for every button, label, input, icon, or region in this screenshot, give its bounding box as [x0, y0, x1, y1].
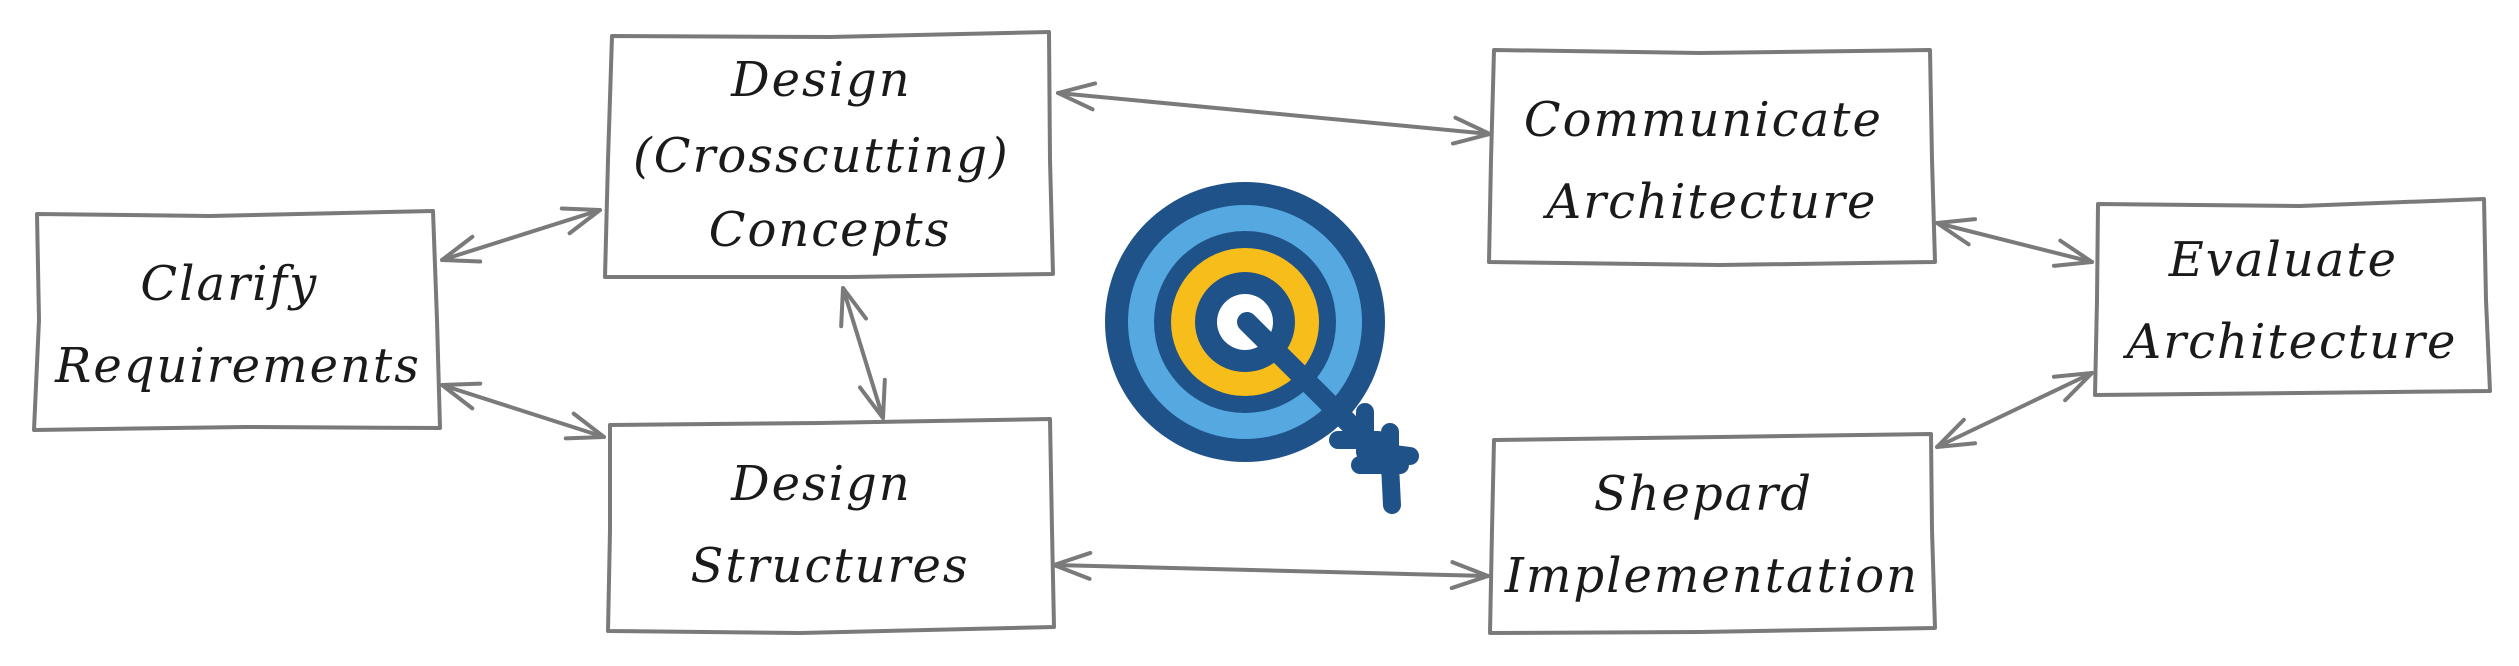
evaluate-line-2: Architecture — [2123, 314, 2458, 370]
clarify-line-1: Clarify — [140, 256, 318, 312]
structures-line-1: Design — [730, 456, 912, 512]
structures-line-2: Structures — [690, 538, 969, 594]
svg-text:Evaluate Architecture: Evaluate Architecture — [2123, 232, 2458, 370]
connector-clarify-structures — [440, 381, 606, 441]
connector-concepts-communicate — [1056, 81, 1492, 146]
svg-text:Clarify Requirements: Clarify Requirements — [54, 256, 421, 394]
svg-text:Shepard Implementation: Shepard Implementation — [1504, 466, 1919, 604]
box-evaluate-architecture: Evaluate Architecture — [2093, 197, 2492, 397]
clarify-line-2: Requirements — [54, 338, 421, 394]
evaluate-line-1: Evaluate — [2168, 232, 2398, 288]
shepard-line-1: Shepard — [1594, 466, 1813, 522]
box-design-crosscutting-concepts: Design (Crosscutting) Concepts — [603, 30, 1055, 279]
connector-communicate-evaluate — [1935, 217, 2094, 268]
connectors — [440, 81, 2094, 591]
svg-text:Design (Crosscutting): Design (Crosscutting) Concepts — [633, 52, 1027, 258]
communicate-line-1: Communicate — [1524, 92, 1883, 148]
box-shepard-implementation: Shepard Implementation — [1488, 432, 1937, 635]
svg-text:Communicate Architecture: Communicate Architecture — [1524, 92, 1900, 230]
connector-structures-shepard — [1052, 550, 1490, 591]
box-clarify-requirements: Clarify Requirements — [32, 209, 442, 432]
connector-shepard-evaluate — [1935, 371, 2094, 449]
communicate-line-2: Architecture — [1543, 174, 1878, 230]
concepts-line-1: Design — [730, 52, 912, 108]
target-with-arrow-icon — [1105, 182, 1419, 514]
connector-concepts-structures — [839, 286, 887, 420]
svg-text:Design Structures: Design Structures — [690, 456, 969, 594]
box-communicate-architecture: Communicate Architecture — [1487, 48, 1937, 267]
concepts-line-3: Concepts — [709, 202, 951, 258]
connector-clarify-concepts — [440, 206, 602, 264]
concepts-line-2: (Crosscutting) — [633, 128, 1010, 184]
shepard-line-2: Implementation — [1504, 548, 1919, 604]
box-design-structures: Design Structures — [606, 417, 1056, 635]
